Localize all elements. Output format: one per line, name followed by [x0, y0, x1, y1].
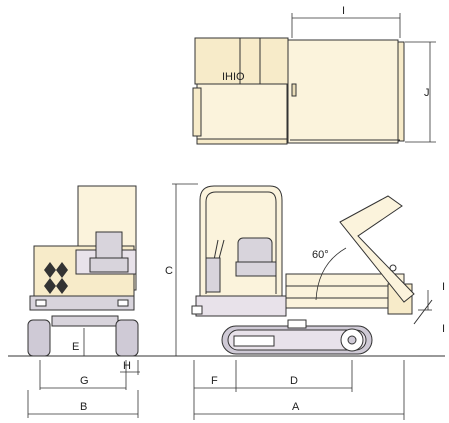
top-view-seat-area — [196, 83, 288, 140]
side-view-dump-bed-raised — [339, 195, 415, 303]
dim-label-E: E — [72, 341, 79, 353]
dim-label-A: A — [292, 401, 300, 413]
dim-label-side-I2: I — [442, 323, 445, 335]
dim-label-C: C — [165, 265, 173, 277]
side-view: 60° C I I F D A — [165, 183, 445, 420]
dim-label-F: F — [211, 375, 218, 387]
dim-label-J: J — [424, 87, 430, 99]
front-view-track-right — [115, 319, 139, 357]
dim-label-top-I: I — [342, 5, 345, 17]
dim-label-B: B — [80, 401, 87, 413]
angle-label: 60° — [312, 249, 329, 261]
dim-label-side-I: I — [442, 281, 445, 293]
front-view: E G H B — [27, 185, 140, 418]
top-view-cab — [194, 37, 289, 85]
top-view: IHIO I J — [192, 5, 436, 145]
front-view-track-left — [27, 319, 51, 357]
top-view-brand: IHIO — [222, 71, 245, 83]
dim-label-G: G — [80, 375, 89, 387]
dim-label-H: H — [123, 360, 131, 372]
front-view-logo — [44, 262, 56, 278]
dim-label-D: D — [290, 375, 298, 387]
side-view-dump-bed — [285, 273, 405, 309]
top-view-dump-bed — [287, 39, 399, 144]
side-view-frame — [195, 295, 287, 317]
